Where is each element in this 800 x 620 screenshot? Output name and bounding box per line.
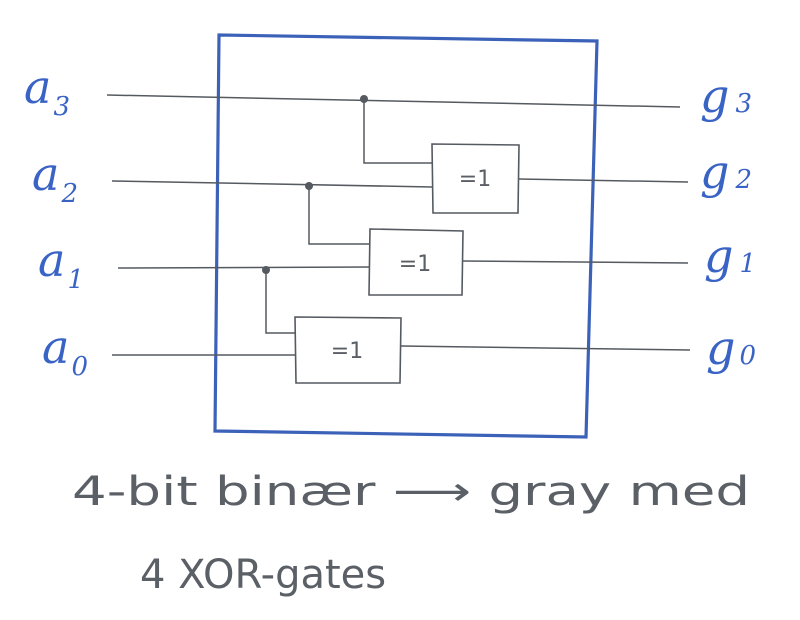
xor-gate-g2: =1	[431, 143, 520, 214]
wire-g1	[462, 260, 689, 264]
junction-a3	[360, 95, 368, 103]
gate-label: =1	[459, 167, 491, 192]
gate-label: =1	[331, 339, 363, 364]
caption-line-2: 4 XOR-gates	[140, 552, 386, 598]
xor-gate-g0: =1	[294, 316, 402, 384]
tap-a3-to-gate2	[363, 99, 432, 164]
tap-a2-to-gate1	[308, 186, 370, 245]
input-label-a2: a2	[32, 147, 78, 209]
junction-a2	[305, 182, 313, 190]
wire-a1	[117, 266, 371, 269]
tap-a1-to-gate0	[265, 270, 295, 334]
wire-a3-g3	[106, 94, 681, 108]
wire-g2	[518, 178, 689, 183]
wire-a2	[111, 180, 433, 188]
input-label-a3: a3	[24, 60, 70, 122]
input-label-a1: a1	[38, 233, 84, 295]
xor-gate-g1: =1	[368, 228, 464, 296]
circuit-frame	[213, 33, 599, 439]
wire-g0	[400, 345, 691, 351]
gate-label: =1	[399, 252, 431, 277]
input-label-a0: a0	[42, 320, 88, 382]
junction-a1	[262, 266, 270, 274]
caption-line-1: 4-bit binær ⟶ gray med	[72, 469, 750, 515]
